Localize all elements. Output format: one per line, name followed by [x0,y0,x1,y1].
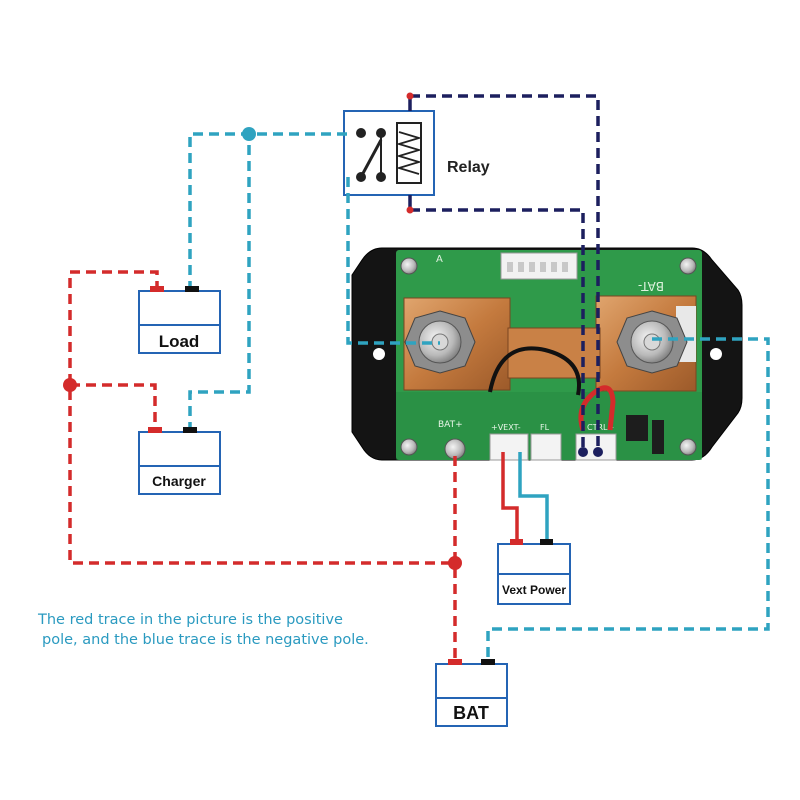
silk-bat-minus: BAT- [638,279,664,293]
bat-neg-terminal [481,659,495,665]
load-neg-terminal [185,286,199,292]
junction-red-bottom [448,556,462,570]
silk-ctrl: CTRL+ [587,423,614,432]
junction-red-left [63,378,77,392]
corner-screws [400,257,697,456]
vext-pos-terminal [510,539,523,545]
load-label: Load [159,332,200,351]
top-connector-pins [507,262,568,272]
polarity-caption: The red trace in the picture is the posi… [38,610,458,650]
positive-trace-load [68,270,455,565]
junctions [63,92,603,570]
relay-contact-top-right [376,128,386,138]
screw [400,438,418,456]
bat-pos-terminal [448,659,462,665]
silk-a: A [436,254,443,265]
silk-vext: +VEXT- [491,423,521,432]
screw [679,438,697,456]
negative-trace-bat [486,337,770,664]
negative-trace-charger [188,134,251,432]
silk-bat-plus: BAT+ [438,420,463,430]
control-trace-inner [410,208,585,452]
junction-red-relay-bottom [406,206,414,214]
meter-module: A BAT- BAT+ +VEXT- FL CTRL+ [351,247,743,461]
silk-fl: FL [540,423,550,432]
ic-chip [626,415,648,441]
negative-trace-relay-shunt [346,177,440,345]
control-trace-outer [410,94,600,452]
fl-connector [530,433,562,461]
junction-blue-top [242,127,256,141]
negative-trace-load-relay [188,132,348,291]
junction-red-relay-top [406,92,414,100]
relay-label: Relay [447,159,490,176]
ctrl-pin-left [578,447,588,457]
terminal-right [616,310,688,374]
relay-coil-winding [395,131,423,175]
relay-contact-bottom-right [376,172,386,182]
vext-neg-terminal [540,539,553,545]
bat-box: BAT [435,659,508,727]
charger-label: Charger [152,473,206,489]
charger-box: Charger [138,427,221,495]
bat-label: BAT [453,703,489,723]
load-pos-terminal [150,286,164,292]
ctrl-pin-right [593,447,603,457]
mount-hole-left [373,348,385,360]
positive-trace-charger [70,383,157,432]
black-wire [488,346,581,396]
relay-contact-bottom-left [356,172,366,182]
wiring [68,94,770,664]
positive-trace-vext [501,452,519,544]
caption-line-2: pole, and the blue trace is the negative… [42,632,369,648]
negative-trace-vext [518,452,549,544]
charger-pos-terminal [148,427,162,433]
relay-switch-arm [359,139,383,178]
terminal-left [404,310,476,374]
relay-contact-top-left [356,128,366,138]
vext-connector [489,433,529,461]
vext-power-box: Vext Power [497,539,571,605]
caption-line-1: The red trace in the picture is the posi… [38,612,343,628]
load-box: Load [138,286,221,354]
screw [679,257,697,275]
mount-hole-right [710,348,722,360]
vext-power-label: Vext Power [502,583,566,597]
screw [400,257,418,275]
relay: Relay [343,110,490,196]
charger-neg-terminal [183,427,197,433]
smd-part [652,420,664,454]
